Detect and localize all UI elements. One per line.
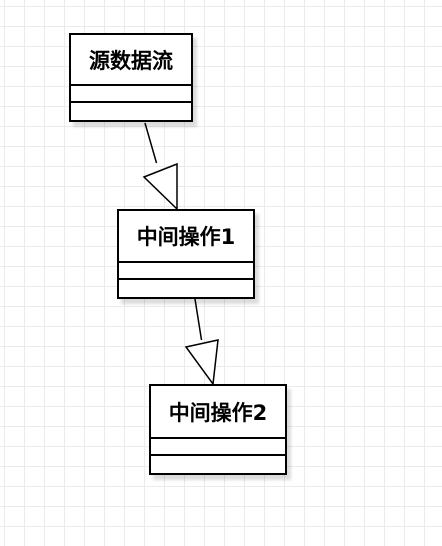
class-box-intermediate-op-1[interactable]: 中间操作1 <box>117 209 255 299</box>
class-attributes-section <box>151 439 285 456</box>
edge-line <box>194 298 203 341</box>
edge-op1-to-op2[interactable] <box>184 298 219 386</box>
class-title: 源数据流 <box>71 35 191 86</box>
class-title: 中间操作1 <box>119 211 253 263</box>
class-attributes-section <box>119 263 253 280</box>
class-methods-section <box>71 103 191 120</box>
class-attributes-section <box>71 86 191 103</box>
generalization-arrowhead <box>184 339 219 386</box>
class-methods-section <box>119 280 253 297</box>
generalization-arrowhead <box>142 162 178 211</box>
class-box-source-stream[interactable]: 源数据流 <box>69 33 193 122</box>
edge-line <box>144 122 158 164</box>
edge-source-to-op1[interactable] <box>142 122 178 211</box>
class-title: 中间操作2 <box>151 386 285 439</box>
class-methods-section <box>151 456 285 473</box>
class-box-intermediate-op-2[interactable]: 中间操作2 <box>149 384 287 475</box>
